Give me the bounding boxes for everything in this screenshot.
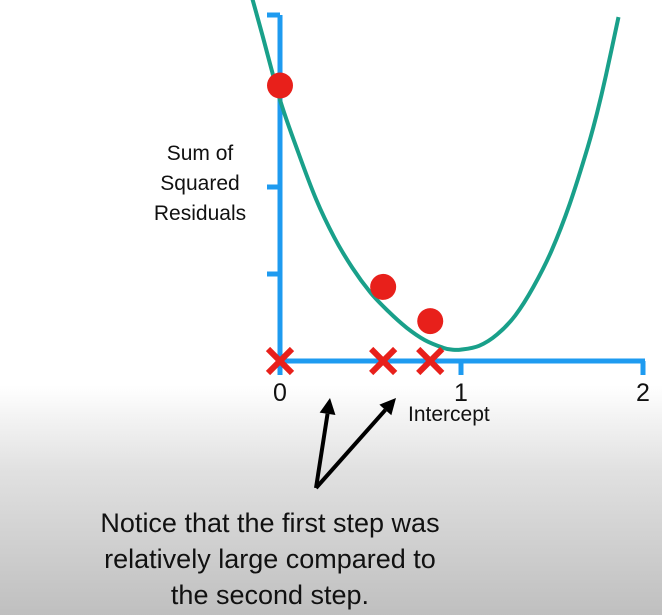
x-tick-label-1: 1 [454,379,468,407]
x-tick-labels: 0 1 2 [273,379,650,407]
step-point-1 [267,72,293,99]
step-point-3 [417,308,444,335]
arrow-to-first-step [314,398,336,489]
annotation-arrows [314,398,396,490]
x-marker-3 [416,346,445,376]
caption-line-3: the second step. [170,580,370,610]
x-tick-label-0: 0 [273,379,287,407]
step-point-2 [370,273,397,300]
step-x-markers [265,346,445,376]
arrow-to-second-step [314,398,396,490]
x-marker-1 [265,346,295,376]
y-axis-label-line-3: Residuals [153,202,247,225]
caption-line-2: relatively large compared to [104,544,436,574]
step-points [267,72,444,335]
x-marker-2 [369,346,398,376]
x-tick-label-2: 2 [636,379,650,407]
x-axis-label: Intercept [408,403,490,426]
ssr-curve [250,0,621,352]
y-axis-label-line-2: Squared [160,172,240,195]
axes [267,12,646,375]
caption-line-1: Notice that the first step was [100,508,440,538]
y-axis-label-line-1: Sum of [166,142,234,165]
